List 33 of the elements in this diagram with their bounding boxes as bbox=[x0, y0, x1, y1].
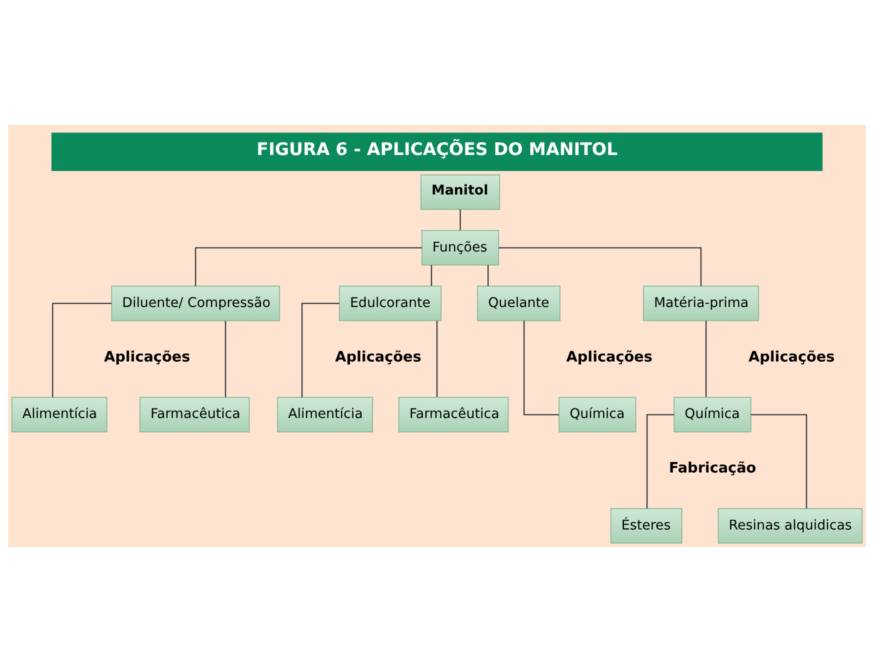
node-box: Funções bbox=[421, 230, 500, 266]
connector bbox=[430, 265, 432, 286]
node-box: Farmacêutica bbox=[139, 396, 250, 432]
connector bbox=[751, 414, 808, 509]
connector bbox=[646, 414, 674, 509]
connector bbox=[523, 320, 559, 416]
node-box: Química bbox=[674, 396, 752, 432]
label: Aplicações bbox=[104, 349, 190, 366]
connector bbox=[705, 320, 707, 398]
node-box: Quelante bbox=[477, 286, 560, 322]
node-box: Ésteres bbox=[610, 508, 682, 544]
connector bbox=[52, 302, 112, 398]
connector bbox=[460, 209, 461, 230]
node-box: Diluente/ Compressão bbox=[111, 286, 280, 322]
node-box: Manitol bbox=[420, 174, 500, 210]
node-box: Farmacêutica bbox=[398, 396, 509, 432]
label: Aplicações bbox=[748, 349, 835, 366]
connector bbox=[488, 265, 489, 286]
connector bbox=[224, 320, 226, 398]
label: Aplicações bbox=[566, 349, 652, 366]
label: Fabricação bbox=[668, 460, 756, 477]
node-box: Edulcorante bbox=[338, 286, 442, 322]
node-box: Resinas alquidicas bbox=[718, 508, 863, 544]
node-box: Alimentícia bbox=[11, 396, 108, 432]
diagram-title: FIGURA 6 - APLICAÇÕES DO MANITOL bbox=[256, 140, 618, 160]
label: Aplicações bbox=[335, 349, 422, 366]
connector bbox=[498, 247, 702, 286]
connector bbox=[436, 320, 438, 398]
node-box: Matéria-prima bbox=[642, 286, 760, 322]
node-box: Alimentícia bbox=[277, 396, 373, 432]
connector bbox=[301, 302, 340, 398]
node-box: Química bbox=[558, 396, 636, 432]
connector bbox=[194, 247, 422, 286]
